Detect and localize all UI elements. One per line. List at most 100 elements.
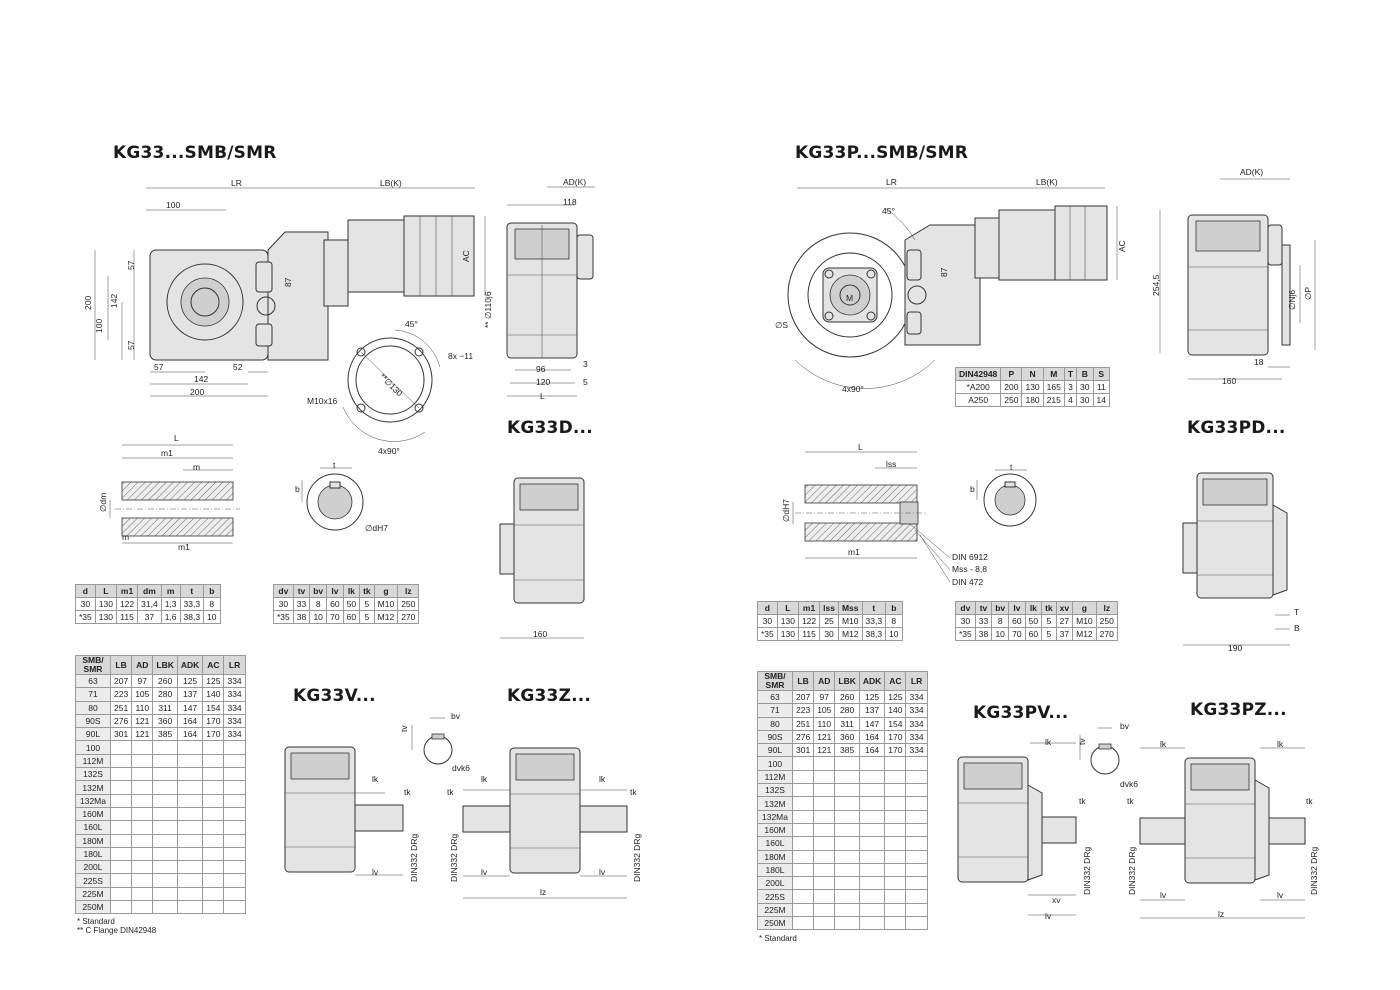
table-cell [858, 862, 886, 878]
table-cell: 160L [757, 836, 793, 851]
left-d-title: KG33D... [507, 418, 593, 438]
right-pv-drawing [957, 727, 1120, 916]
table-cell [109, 793, 133, 808]
pd-b: B [1294, 623, 1300, 633]
table-cell [905, 822, 928, 838]
keyway-dh7: ∅dH7 [365, 523, 388, 533]
table-cell: 301 [791, 743, 815, 758]
table-cell [109, 860, 133, 875]
table-cell [813, 783, 836, 798]
col-t: t [179, 584, 205, 598]
col-m1: m1 [115, 584, 139, 598]
dim-lr: LR [231, 178, 242, 188]
table-cell [813, 836, 836, 851]
table-cell [905, 809, 928, 824]
r-dim-160: 160 [1222, 376, 1237, 386]
table-cell: 334 [905, 729, 928, 745]
table-cell [223, 740, 246, 755]
table-cell: 311 [152, 700, 178, 715]
z-din-right: DIN332 DRg [632, 833, 642, 882]
table-cell [131, 806, 154, 822]
table-cell: 147 [858, 716, 886, 731]
pd-190: 190 [1228, 643, 1243, 653]
table-cell [176, 780, 204, 795]
r-dim-nj6: ∅Nj6 [1287, 289, 1297, 310]
r-dim-4x90: 4x90° [842, 384, 864, 394]
table-cell [905, 876, 928, 891]
table-cell [223, 820, 246, 835]
pv-lv: lv [1045, 911, 1052, 921]
table-cell: 180M [757, 849, 793, 864]
table-cell: 112M [75, 753, 111, 769]
table-cell: 154 [202, 700, 225, 715]
r-shaft-din472: DIN 472 [952, 577, 984, 587]
shaft-dm: ∅dm [98, 492, 108, 512]
table-cell [176, 833, 204, 848]
motor-col-header: LBK [834, 671, 860, 691]
z-tk-left: tk [447, 787, 454, 797]
shaft-m-lower: m [122, 532, 130, 542]
table-cell [131, 753, 154, 769]
table-cell [905, 796, 928, 811]
left-main-title: KG33...SMB/SMR [113, 143, 277, 163]
table-cell: 63 [757, 689, 793, 705]
table-cell [202, 767, 225, 782]
table-cell [834, 836, 860, 851]
v-lk: lk [372, 774, 379, 784]
table-cell: 334 [905, 689, 928, 705]
r-dim-lb: LB(K) [1036, 177, 1058, 187]
table-cell [109, 753, 133, 769]
table-cell [905, 889, 928, 904]
col-l: L [94, 584, 117, 598]
table-cell: 132M [757, 796, 793, 811]
pz-lv-right: lv [1277, 890, 1284, 900]
table-cell: 140 [884, 703, 907, 718]
pz-din-right: DIN332 DRg [1309, 846, 1319, 895]
r-keyway-t: t [1010, 462, 1013, 472]
table-row: 180L [757, 862, 928, 878]
dim-57b: 57 [126, 340, 136, 350]
dim-200h: 200 [190, 387, 205, 397]
dim-l: L [540, 391, 545, 401]
col-d: d [75, 584, 96, 598]
table-cell [813, 902, 836, 918]
table-cell [131, 900, 154, 915]
dim-200: 200 [83, 295, 93, 310]
table-cell [834, 902, 860, 918]
table-cell: 250M [757, 916, 793, 931]
right-pz-title: KG33PZ... [1190, 700, 1287, 720]
pv-bv: bv [1120, 721, 1129, 731]
table-cell: 260 [152, 673, 178, 689]
v-din: DIN332 DRg [409, 833, 419, 882]
left-gearbox-front-view [506, 186, 595, 397]
table-cell: 90L [757, 743, 793, 758]
table-cell [834, 916, 860, 931]
table-cell [176, 793, 204, 808]
table-cell: 97 [813, 689, 836, 705]
motor-col-header: SMB/ SMR [757, 671, 793, 691]
table-row: 250M [75, 900, 246, 915]
table-cell [176, 886, 204, 902]
table-cell: 334 [223, 727, 246, 742]
table-cell [791, 769, 815, 785]
dim-110: ** ∅110j6 [483, 291, 493, 328]
dim-120: 120 [536, 377, 551, 387]
motor-col-header: AC [884, 671, 907, 691]
table-row: 132Ma [75, 793, 246, 808]
table-cell [884, 836, 907, 851]
table-cell [109, 833, 133, 848]
dim-45: 45° [405, 319, 418, 329]
table-cell [791, 836, 815, 851]
table-row: 112M [757, 769, 928, 785]
motor-col-header: ADK [176, 655, 204, 675]
table-cell: 360 [152, 713, 178, 729]
table-cell [152, 860, 178, 875]
r-dim-lr: LR [886, 177, 897, 187]
